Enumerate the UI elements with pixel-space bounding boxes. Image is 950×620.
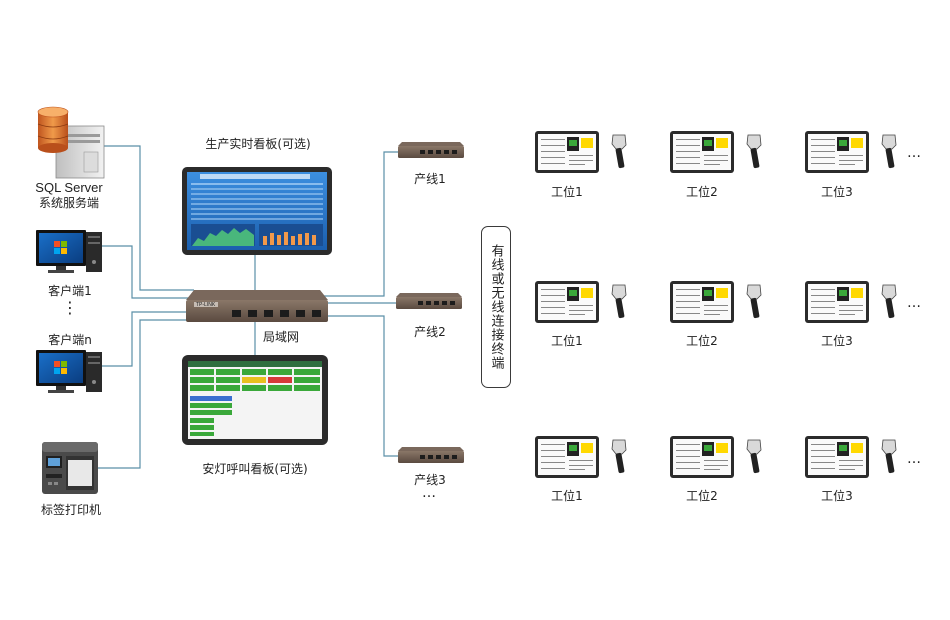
station-terminal-icon — [535, 281, 599, 323]
line-2-label: 产线2 — [414, 325, 446, 339]
station-terminal-icon — [670, 131, 734, 173]
database-server-icon — [37, 106, 105, 179]
barcode-scanner-icon — [881, 439, 897, 474]
monitor-dashboard-icon — [182, 167, 332, 255]
station-r3-1: 工位1 — [551, 489, 583, 503]
station-terminal-icon — [670, 436, 734, 478]
client-1-label: 客户端1 — [48, 284, 92, 298]
line-1-label: 产线1 — [414, 172, 446, 186]
client-n-label: 客户端n — [48, 333, 92, 347]
station-terminal-icon — [805, 281, 869, 323]
tablet-dashboard-icon — [182, 355, 328, 445]
station-r2-1: 工位1 — [551, 334, 583, 348]
station-terminal-icon — [535, 131, 599, 173]
andon-dashboard-label: 安灯呼叫看板(可选) — [202, 462, 308, 476]
server-label-line1: SQL Server — [35, 180, 103, 195]
barcode-scanner-icon — [881, 134, 897, 169]
barcode-scanner-icon — [746, 439, 762, 474]
stations-more-r2: … — [907, 295, 923, 311]
network-switch-icon — [396, 293, 462, 309]
network-switch-icon — [398, 142, 464, 158]
production-dashboard-label: 生产实时看板(可选) — [205, 137, 311, 151]
barcode-scanner-icon — [611, 134, 627, 169]
network-switch-icon — [186, 290, 328, 322]
barcode-scanner-icon — [611, 439, 627, 474]
connector-line-2 — [102, 245, 190, 299]
barcode-scanner-icon — [746, 134, 762, 169]
terminal-connection-label: 有线或无线连接终端 — [488, 244, 504, 370]
barcode-scanner-icon — [881, 284, 897, 319]
station-terminal-icon — [670, 281, 734, 323]
label-printer-icon — [42, 442, 98, 494]
desktop-pc-icon — [36, 230, 102, 273]
desktop-pc-icon — [36, 350, 102, 393]
line-3-label: 产线3 — [414, 473, 446, 487]
connector-line-4 — [98, 319, 190, 469]
station-r1-1: 工位1 — [551, 185, 583, 199]
terminal-connection-box: 有线或无线连接终端 — [481, 226, 511, 388]
stations-more-r3: … — [907, 451, 923, 467]
station-r3-2: 工位2 — [686, 489, 718, 503]
lines-ellipsis: … — [422, 485, 438, 501]
network-switch-icon — [398, 447, 464, 463]
barcode-scanner-icon — [611, 284, 627, 319]
server-label-line2: 系统服务端 — [38, 196, 99, 210]
printer-label: 标签打印机 — [40, 503, 101, 517]
lan-label: 局域网 — [262, 330, 299, 344]
station-r1-2: 工位2 — [686, 185, 718, 199]
stations-more-r1: … — [907, 145, 923, 161]
connector-line-9 — [320, 315, 398, 457]
connector-line-3 — [102, 311, 190, 367]
station-terminal-icon — [805, 131, 869, 173]
connector-line-1 — [104, 145, 194, 291]
connector-line-7 — [320, 151, 398, 297]
station-terminal-icon — [535, 436, 599, 478]
clients-ellipsis: ⋮ — [62, 298, 78, 317]
station-terminal-icon — [805, 436, 869, 478]
router-brand-label: TP-LINK — [196, 302, 216, 308]
station-r3-3: 工位3 — [821, 489, 853, 503]
station-r2-2: 工位2 — [686, 334, 718, 348]
station-r2-3: 工位3 — [821, 334, 853, 348]
station-r1-3: 工位3 — [821, 185, 853, 199]
barcode-scanner-icon — [746, 284, 762, 319]
